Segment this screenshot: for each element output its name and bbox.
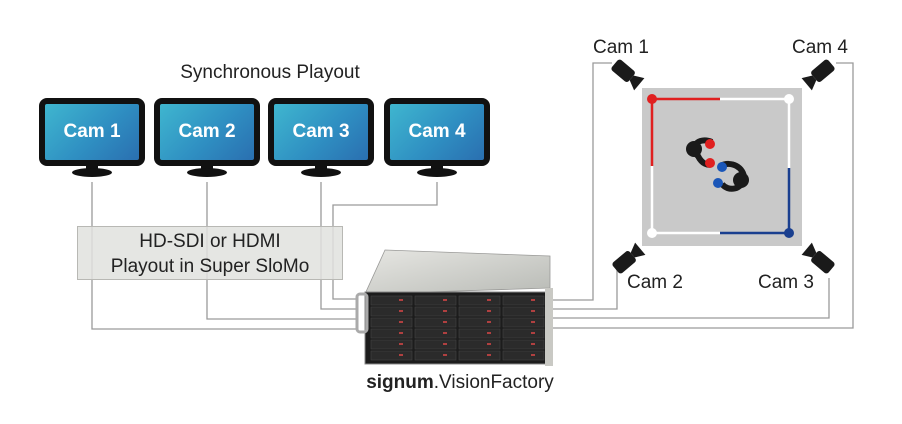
drive-led <box>487 299 491 301</box>
drive-bay <box>458 350 501 361</box>
drive-led <box>531 343 535 345</box>
monitor-screen-label: Cam 3 <box>274 104 368 160</box>
drive-bays <box>370 295 545 361</box>
drive-bay <box>502 317 545 328</box>
drive-led <box>487 332 491 334</box>
drive-led <box>487 343 491 345</box>
corner-post-white <box>647 228 657 238</box>
server-brand: signum <box>366 372 434 393</box>
camera-label-cam4: Cam 4 <box>792 37 848 58</box>
camera-label-cam1: Cam 1 <box>593 37 649 58</box>
corner-post-red <box>647 94 657 104</box>
drive-led <box>531 354 535 356</box>
drive-bay <box>502 328 545 339</box>
server-chassis <box>355 249 553 366</box>
corner-post-white <box>784 94 794 104</box>
drive-bay <box>370 339 413 350</box>
drive-led <box>443 310 447 312</box>
monitor-cam1: Cam 1 <box>39 98 145 178</box>
drive-led <box>399 343 403 345</box>
monitor-screen-label: Cam 1 <box>45 104 139 160</box>
monitor-stand <box>187 168 227 177</box>
drive-led <box>399 354 403 356</box>
drive-bay <box>370 306 413 317</box>
drive-led <box>487 354 491 356</box>
drive-bay <box>414 317 457 328</box>
drive-led <box>531 332 535 334</box>
camera-label-cam3: Cam 3 <box>758 272 814 293</box>
camera-icon <box>612 242 646 274</box>
corner-post-blue <box>784 228 794 238</box>
drive-led <box>443 354 447 356</box>
camera-icon <box>801 59 835 91</box>
drive-bay <box>370 317 413 328</box>
monitor-stand <box>72 168 112 177</box>
drive-bay <box>458 328 501 339</box>
info-line-2: Playout in Super SloMo <box>110 256 310 277</box>
server-side-rail <box>545 288 553 366</box>
drive-led <box>399 310 403 312</box>
info-line-1: HD-SDI or HDMI <box>139 231 281 252</box>
wire-camera-cam4 <box>548 62 854 329</box>
monitor-stand <box>417 168 457 177</box>
playout-title: Synchronous Playout <box>180 62 360 83</box>
drive-led <box>487 310 491 312</box>
monitor-neck <box>315 164 327 170</box>
drive-bay <box>502 306 545 317</box>
drive-led <box>399 321 403 323</box>
monitor-stand <box>301 168 341 177</box>
drive-bay <box>458 317 501 328</box>
monitor-cam4: Cam 4 <box>384 98 490 178</box>
fighter-red <box>686 137 715 168</box>
drive-bay <box>414 306 457 317</box>
ring-diagram <box>642 88 802 246</box>
drive-led <box>443 332 447 334</box>
drive-led <box>531 310 535 312</box>
camera-label-cam2: Cam 2 <box>627 272 683 293</box>
monitor-screen-label: Cam 4 <box>390 104 484 160</box>
monitor-neck <box>431 164 443 170</box>
drive-bay <box>458 306 501 317</box>
drive-bay <box>502 295 545 306</box>
drive-led <box>443 299 447 301</box>
fighter-blue <box>713 160 749 192</box>
monitor-cam3: Cam 3 <box>268 98 374 178</box>
monitor-neck <box>201 164 213 170</box>
drive-bay <box>370 328 413 339</box>
drive-bay <box>370 350 413 361</box>
wire-monitor-cam4 <box>332 182 438 300</box>
drive-led <box>531 299 535 301</box>
server-label: signum.VisionFactory <box>330 372 590 394</box>
server-top-panel <box>364 249 551 295</box>
drive-bay <box>414 339 457 350</box>
wire-camera-cam3 <box>548 278 830 319</box>
drive-led <box>443 321 447 323</box>
drive-bay <box>502 350 545 361</box>
monitor-cam2: Cam 2 <box>154 98 260 178</box>
drive-bay <box>502 339 545 350</box>
camera-icon <box>611 59 645 91</box>
drive-bay <box>414 295 457 306</box>
monitor-neck <box>86 164 98 170</box>
drive-led <box>531 321 535 323</box>
server-product: .VisionFactory <box>433 372 554 393</box>
wire-camera-cam1 <box>548 62 612 301</box>
drive-led <box>487 321 491 323</box>
camera-icon <box>801 242 835 274</box>
playout-info-box: HD-SDI or HDMI Playout in Super SloMo <box>77 226 343 280</box>
drive-bay <box>458 295 501 306</box>
monitor-screen-label: Cam 2 <box>160 104 254 160</box>
drive-led <box>399 299 403 301</box>
drive-led <box>443 343 447 345</box>
drive-led <box>399 332 403 334</box>
wire-monitor-cam3 <box>320 182 358 310</box>
wire-camera-cam2 <box>548 266 618 310</box>
drive-bay <box>414 350 457 361</box>
drive-bay <box>370 295 413 306</box>
drive-bay <box>414 328 457 339</box>
drive-bay <box>458 339 501 350</box>
server-handle <box>355 292 369 334</box>
